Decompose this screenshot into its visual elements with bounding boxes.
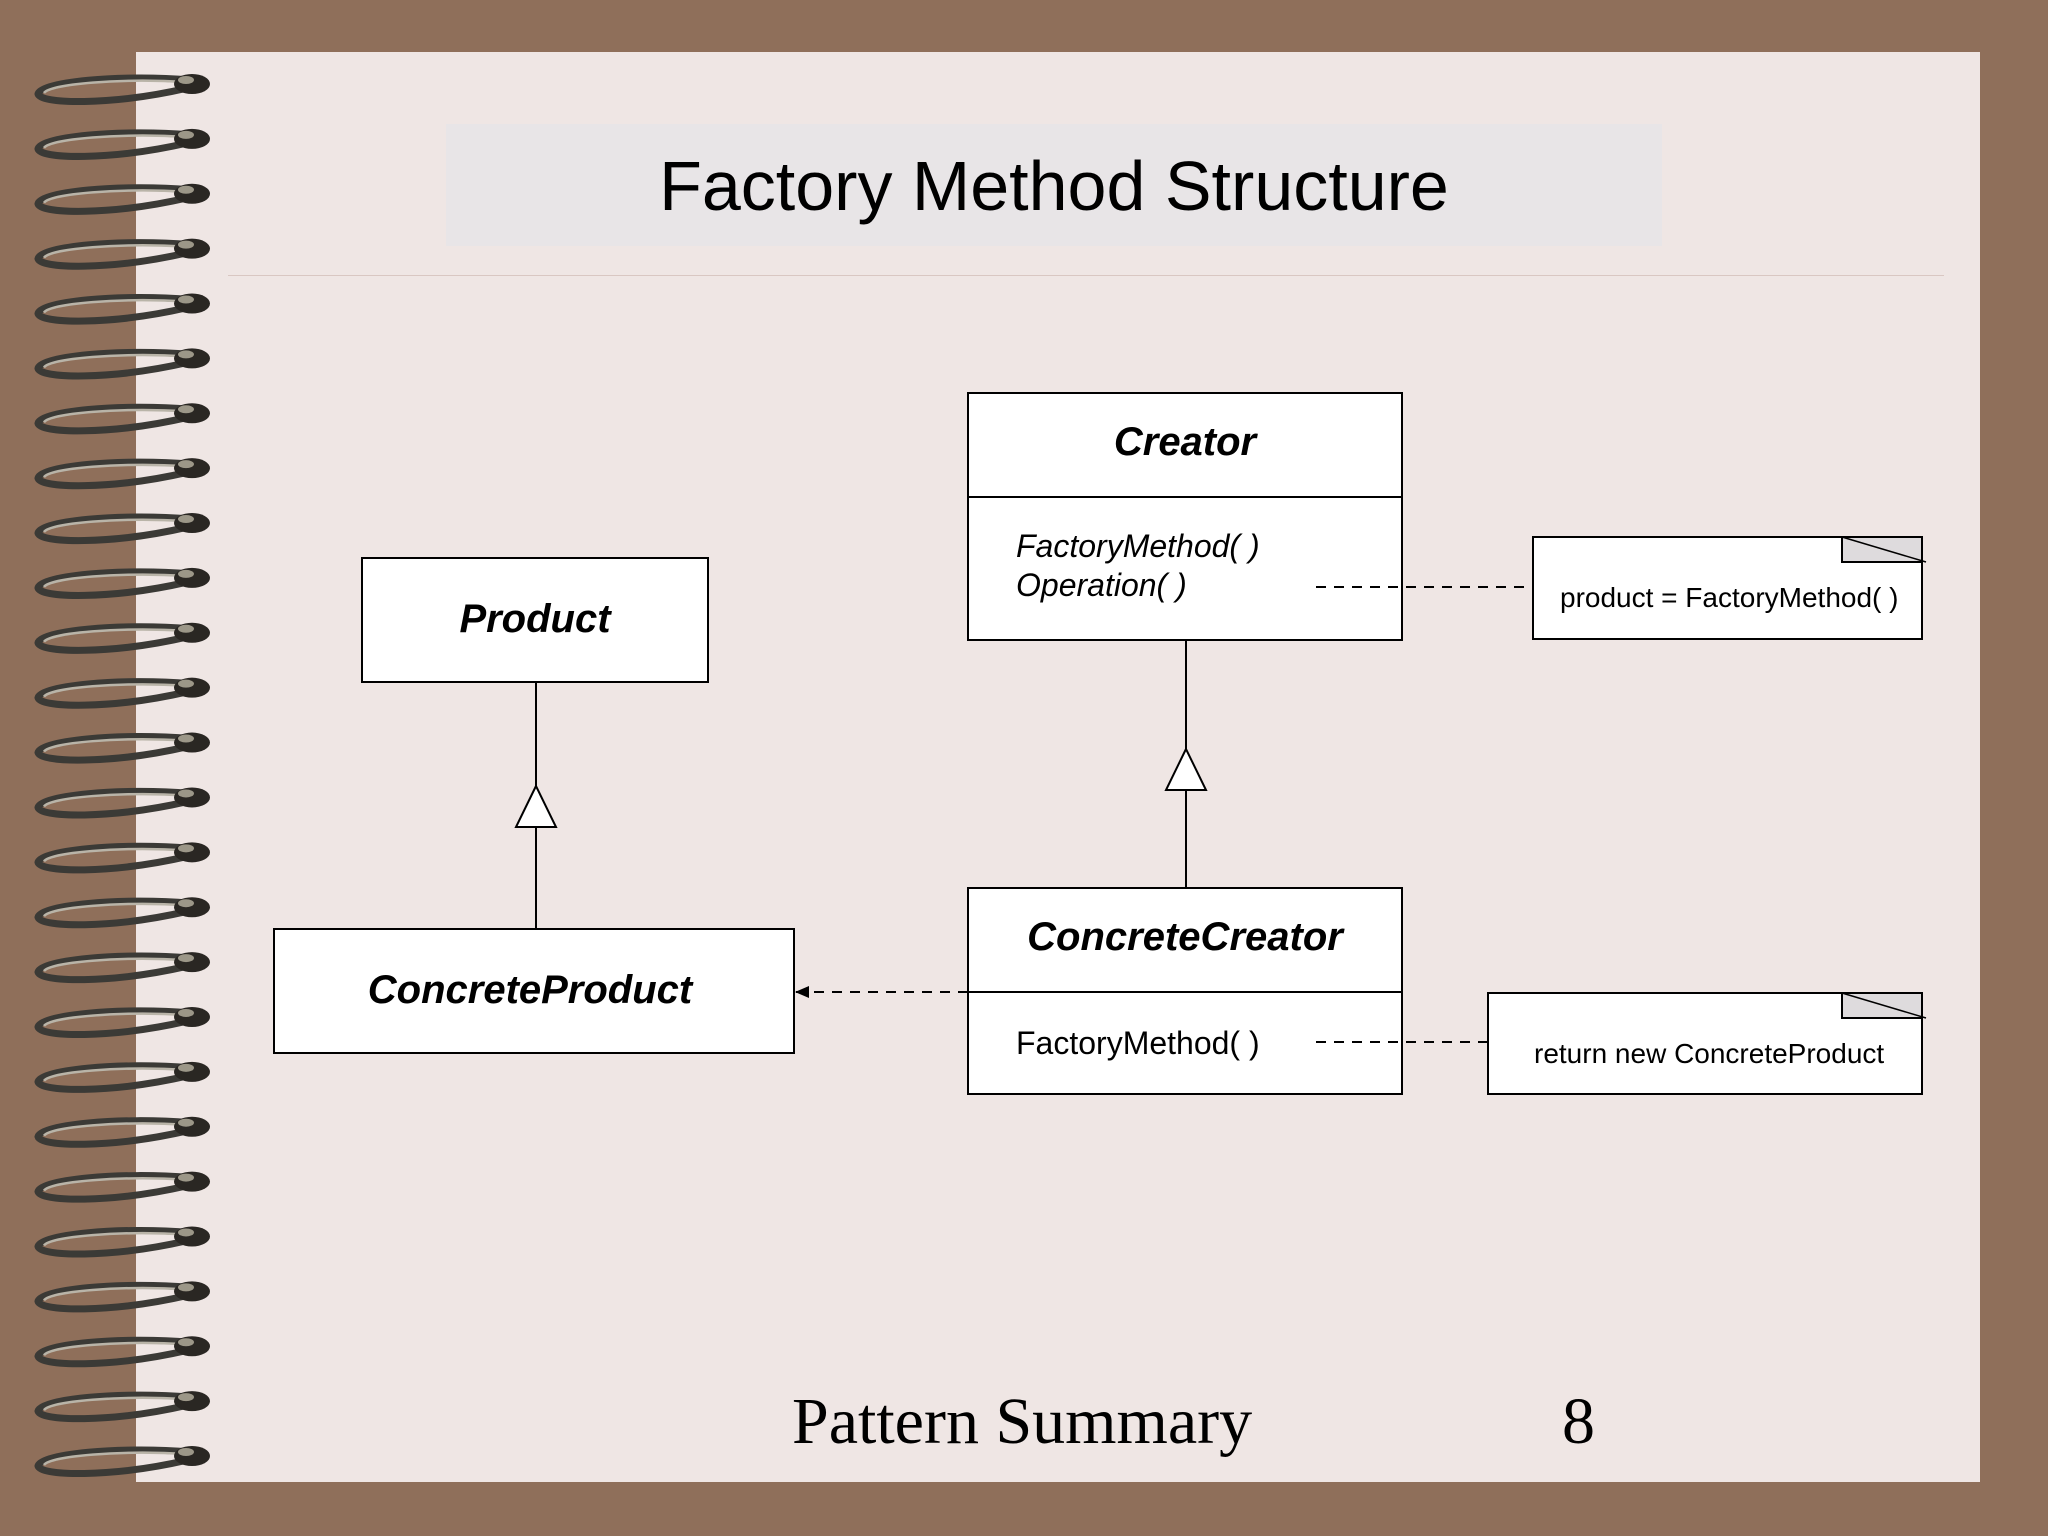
slide-page: Factory Method Structure Creator Factory… — [136, 52, 1980, 1482]
creator-operation-factory-method: FactoryMethod( ) — [1016, 528, 1260, 564]
creator-inheritance-arrow — [1164, 640, 1208, 888]
concrete-creator-note-text: return new ConcreteProduct — [1534, 1038, 1884, 1069]
creator-class: Creator FactoryMethod( ) Operation( ) — [967, 392, 1403, 641]
product-inheritance-arrow — [514, 682, 558, 929]
concrete-product-class: ConcreteProduct — [273, 928, 795, 1054]
spiral-ring-icon — [34, 1061, 210, 1093]
spiral-ring-icon — [34, 128, 210, 160]
uml-diagram: Creator FactoryMethod( ) Operation( ) Pr… — [273, 392, 1927, 1095]
spiral-ring-icon — [34, 1336, 210, 1368]
spiral-ring-icon — [34, 1281, 210, 1313]
creator-note: product = FactoryMethod( ) — [1532, 536, 1927, 640]
product-class-name: Product — [459, 597, 612, 641]
spiral-ring-icon — [34, 842, 210, 874]
spiral-ring-icon — [34, 1171, 210, 1203]
title-band: Factory Method Structure — [446, 124, 1662, 246]
slide-footer: Pattern Summary — [792, 1385, 1253, 1458]
spiral-ring-icon — [34, 403, 210, 435]
spiral-ring-icon — [34, 677, 210, 709]
title-divider — [228, 275, 1944, 276]
concrete-creator-note: return new ConcreteProduct — [1487, 992, 1927, 1095]
spiral-ring-icon — [34, 348, 210, 380]
spiral-ring-icon — [34, 513, 210, 545]
spiral-ring-icon — [34, 1116, 210, 1148]
spiral-ring-icon — [34, 952, 210, 984]
spiral-ring-icon — [34, 732, 210, 764]
concrete-creator-operation-factory-method: FactoryMethod( ) — [1016, 1025, 1260, 1061]
spiral-ring-icon — [34, 293, 210, 325]
concrete-product-class-name: ConcreteProduct — [368, 968, 694, 1012]
creator-operation-operation: Operation( ) — [1016, 567, 1187, 603]
product-class: Product — [361, 557, 709, 683]
spiral-ring-icon — [34, 183, 210, 215]
creator-note-text: product = FactoryMethod( ) — [1560, 582, 1898, 613]
spiral-ring-icon — [34, 1006, 210, 1039]
spiral-ring-icon — [34, 1391, 210, 1423]
spiral-ring-icon — [34, 787, 210, 819]
concrete-creator-class-name: ConcreteCreator — [1027, 915, 1345, 959]
spiral-ring-icon — [34, 567, 210, 599]
spiral-ring-icon — [34, 1446, 210, 1478]
slide-title: Factory Method Structure — [659, 147, 1449, 225]
slide-page-number: 8 — [1562, 1385, 1595, 1458]
spiral-ring-icon — [34, 238, 210, 270]
spiral-ring-icon — [34, 622, 210, 654]
spiral-ring-icon — [34, 458, 210, 490]
concrete-creator-class: ConcreteCreator FactoryMethod( ) — [967, 887, 1403, 1095]
spiral-ring-icon — [34, 897, 210, 929]
creator-class-name: Creator — [1114, 420, 1259, 464]
spiral-binding-icon — [34, 74, 210, 1478]
spiral-ring-icon — [34, 1226, 210, 1258]
spiral-ring-icon — [34, 74, 210, 106]
